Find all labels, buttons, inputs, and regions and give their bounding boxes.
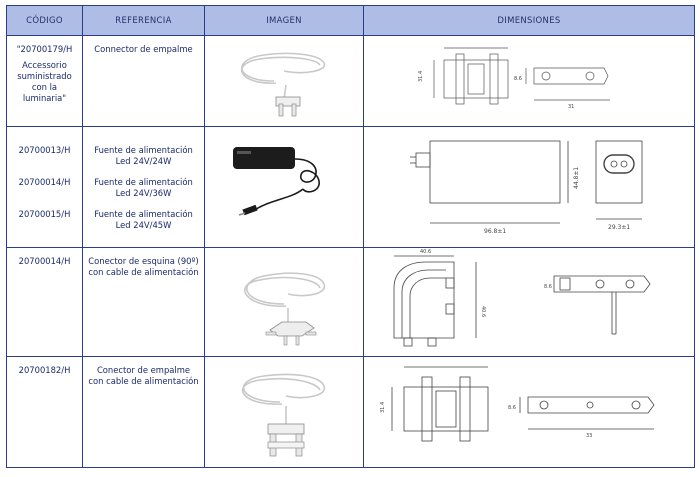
dimension-label: 8.6	[508, 405, 516, 411]
splice-connector-drawing-icon: 31.4 8.6 31	[418, 47, 610, 110]
code-line: Accessorio	[22, 60, 67, 70]
reference-cell: Connector de empalme	[82, 35, 205, 127]
dimension-label: 31.4	[380, 402, 386, 413]
code-line: 20700014/H	[18, 177, 71, 187]
image-cell	[204, 247, 364, 357]
header-code: CÓDIGO	[6, 5, 83, 36]
code-line: "20700179/H	[16, 44, 73, 54]
dimension-label: 8.6	[514, 76, 522, 82]
reference-line: Fuente de alimentación	[94, 145, 193, 155]
code-line: 20700014/H	[18, 256, 71, 266]
dimensions-cell: 31.4 8.6 31	[363, 35, 695, 127]
code-cell: 20700013/H 20700014/H 20700015/H	[6, 126, 83, 248]
code-cell: "20700179/H Accessorio suministrado con …	[6, 35, 83, 127]
dimension-label: 31	[568, 104, 574, 110]
table-row: 20700182/H Conector de empalme con cable…	[6, 356, 695, 468]
table-row: "20700179/H Accessorio suministrado con …	[6, 35, 695, 127]
reference-line: Conector de esquina (90º)	[88, 256, 199, 266]
splice-connector-cable-drawing-icon: 31.4 8.6 33	[380, 366, 655, 442]
code-line: luminaria"	[22, 93, 67, 103]
code-cell: 20700014/H	[6, 247, 83, 357]
image-cell	[204, 356, 364, 468]
code-cell: 20700182/H	[6, 356, 83, 468]
dimension-label: 96.8±1	[484, 228, 506, 235]
image-cell	[204, 126, 364, 248]
image-cell	[204, 35, 364, 127]
reference-line: Led 24V/24W	[115, 156, 172, 166]
reference-line: Fuente de alimentación	[94, 177, 193, 187]
dimension-label: 29.3±1	[608, 224, 630, 231]
reference-line: con cable de alimentación	[88, 267, 199, 277]
reference-line: Connector de empalme	[94, 44, 193, 54]
table-row: 20700013/H 20700014/H 20700015/H Fuente …	[6, 126, 695, 248]
dimension-label: 8.6	[544, 284, 552, 290]
code-line: 20700015/H	[18, 209, 71, 219]
reference-cell: Conector de empalme con cable de aliment…	[82, 356, 205, 468]
code-line: suministrado	[17, 71, 72, 81]
header-row: CÓDIGO REFERENCIA IMAGEN DIMENSIONES	[6, 5, 695, 36]
dimension-label: 40.6	[480, 306, 486, 317]
reference-cell: Conector de esquina (90º) con cable de a…	[82, 247, 205, 357]
code-line: 20700182/H	[18, 365, 71, 375]
reference-line: Led 24V/36W	[115, 188, 172, 198]
corner-connector-photo-icon	[244, 272, 326, 346]
header-image: IMAGEN	[204, 5, 364, 36]
dimension-label: 40.6	[420, 249, 431, 255]
reference-line: con cable de alimentación	[88, 376, 199, 386]
dimension-label: 33	[586, 433, 592, 439]
header-dimensions: DIMENSIONES	[363, 5, 695, 36]
dimension-label: 31.4	[418, 71, 424, 82]
dimensions-cell: 44.8±1 96.8±1 29.3±1	[363, 126, 695, 248]
dimensions-cell: 31.4 8.6 33	[363, 356, 695, 468]
code-line: 20700013/H	[18, 145, 71, 155]
table-row: 20700014/H Conector de esquina (90º) con…	[6, 247, 695, 357]
reference-line: Led 24V/45W	[115, 220, 172, 230]
splice-connector-photo-icon	[240, 52, 326, 117]
reference-cell: Fuente de alimentación Led 24V/24W Fuent…	[82, 126, 205, 248]
dimensions-cell: 40.6 8.6 40.6	[363, 247, 695, 357]
corner-connector-drawing-icon: 40.6 8.6 40.6	[393, 249, 651, 347]
dimension-label: 44.8±1	[573, 167, 580, 189]
header-reference: REFERENCIA	[82, 5, 205, 36]
code-line: con la	[31, 82, 58, 92]
reference-line: Conector de empalme	[96, 365, 191, 375]
power-adapter-photo-icon	[233, 147, 320, 216]
splice-connector-cable-photo-icon	[241, 373, 326, 457]
product-table: CÓDIGO REFERENCIA IMAGEN DIMENSIONES "20…	[6, 5, 695, 468]
power-adapter-drawing-icon: 44.8±1 96.8±1 29.3±1	[410, 140, 643, 235]
reference-line: Fuente de alimentación	[94, 209, 193, 219]
